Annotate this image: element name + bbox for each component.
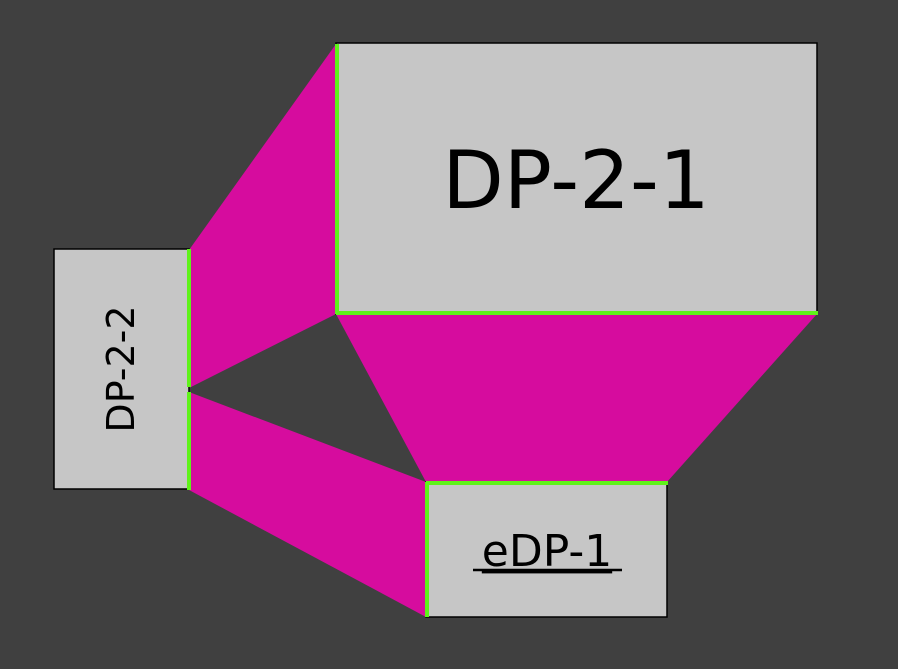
shared-edges: [187, 44, 818, 617]
monitor-dp-2-1[interactable]: DP-2-1: [335, 42, 818, 315]
adjacency-dp-2-2-to-dp-2-1: [189, 44, 336, 388]
adjacency-dp-2-1-to-edp-1: [336, 314, 817, 482]
monitor-dp-2-2-label: DP-2-2: [99, 305, 143, 432]
monitor-edp-1-label: eDP-1: [482, 526, 612, 577]
monitor-dp-2-2[interactable]: DP-2-2: [53, 248, 190, 490]
monitor-dp-2-2-body[interactable]: [53, 248, 190, 490]
monitor-edp-1-body[interactable]: [425, 481, 668, 618]
monitor-edp-1[interactable]: eDP-1: [425, 481, 668, 618]
monitor-dp-2-1-label: DP-2-1: [442, 134, 710, 227]
adjacency-dp-2-2-to-edp-1: [189, 392, 426, 617]
